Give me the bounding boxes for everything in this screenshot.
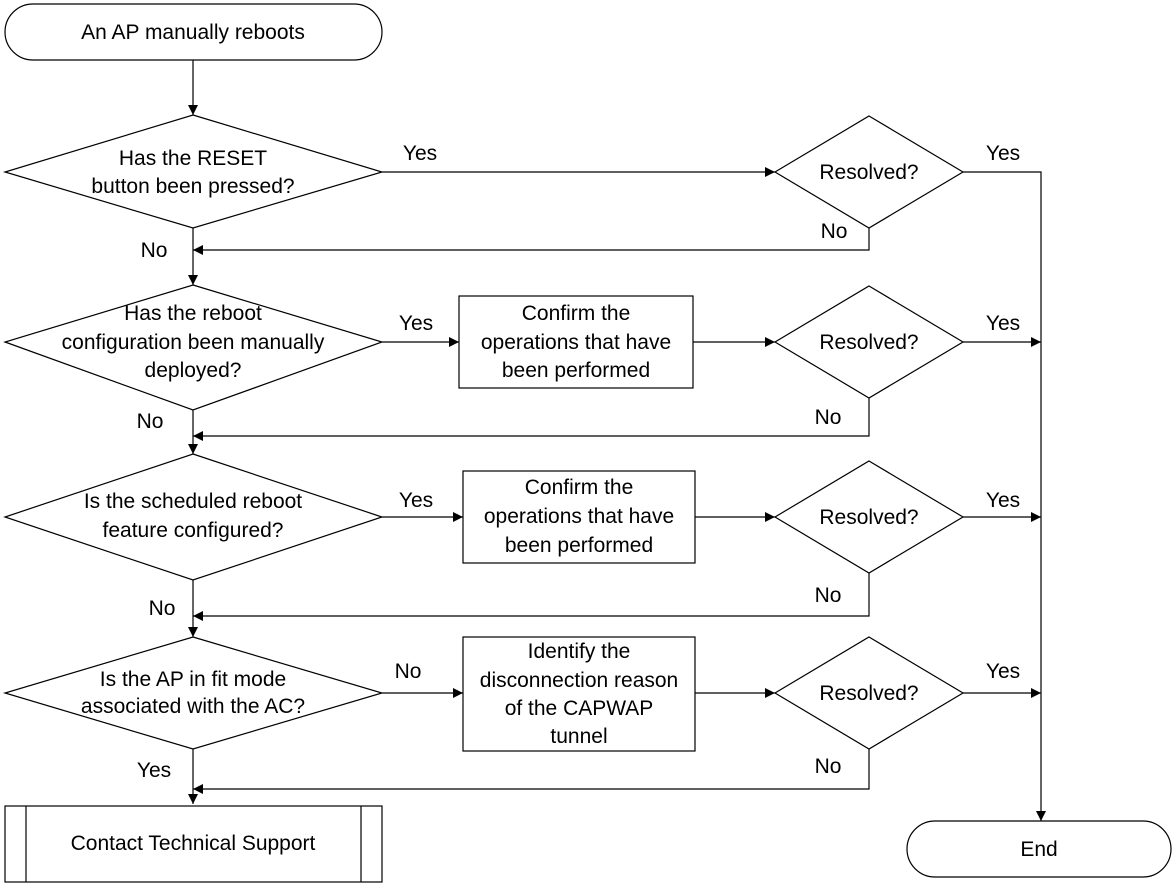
resolved-4-label: Resolved? — [819, 682, 918, 705]
process-identify-line-4: tunnel — [550, 725, 607, 748]
process-identify-line-2: disconnection reason — [480, 669, 678, 692]
label-q3-no: No — [149, 597, 176, 620]
decision-reboot-config-line-3: deployed? — [145, 359, 242, 382]
decision-scheduled-line-2: feature configured? — [103, 519, 284, 542]
decision-resolved-4: Resolved? — [773, 636, 965, 750]
process-confirm-operations-1: Confirm the operations that have been pe… — [458, 295, 694, 389]
process-identify-disconnection: Identify the disconnection reason of the… — [462, 636, 696, 752]
label-q1-yes: Yes — [403, 142, 437, 165]
label-resolved3-yes: Yes — [986, 489, 1020, 512]
label-resolved3-no: No — [815, 584, 842, 607]
start-label: An AP manually reboots — [81, 21, 305, 44]
decision-scheduled-reboot: Is the scheduled reboot feature configur… — [3, 453, 384, 581]
label-q1-no: No — [141, 239, 168, 262]
end-label: End — [1020, 838, 1057, 861]
process-confirm-2-line-1: Confirm the — [525, 476, 634, 499]
decision-fit-mode: Is the AP in fit mode associated with th… — [2, 636, 385, 750]
label-resolved4-yes: Yes — [986, 660, 1020, 683]
contact-technical-support: Contact Technical Support — [4, 805, 383, 883]
edge-to-end — [963, 171, 1046, 821]
label-q2-no: No — [137, 410, 164, 433]
label-resolved1-yes: Yes — [986, 142, 1020, 165]
decision-reboot-config-line-2: configuration been manually — [62, 331, 325, 354]
connectors — [188, 60, 1046, 821]
resolved-3-label: Resolved? — [819, 506, 918, 529]
edge-labels: Yes Yes No No Yes Yes No No Yes Yes No N… — [137, 142, 1021, 782]
edge-resolved2-no — [193, 398, 870, 441]
edge-resolved3-no — [193, 573, 870, 621]
process-identify-line-1: Identify the — [528, 640, 631, 663]
resolved-1-label: Resolved? — [819, 161, 918, 184]
label-resolved2-no: No — [815, 406, 842, 429]
label-q4-no: No — [395, 660, 422, 683]
edge-resolved1-no — [193, 228, 870, 255]
label-q4-yes: Yes — [137, 759, 171, 782]
decision-reset-button: Has the RESET button been pressed? — [2, 114, 385, 229]
decision-fit-mode-line-2: associated with the AC? — [81, 695, 305, 718]
end-node: End — [906, 820, 1172, 878]
decision-resolved-1: Resolved? — [773, 115, 965, 229]
edge-resolved4-no — [193, 749, 870, 794]
label-resolved1-no: No — [821, 220, 848, 243]
process-confirm-operations-2: Confirm the operations that have been pe… — [462, 470, 696, 564]
decision-resolved-2: Resolved? — [773, 285, 965, 399]
decision-scheduled-line-1: Is the scheduled reboot — [84, 490, 302, 513]
label-resolved2-yes: Yes — [986, 312, 1020, 335]
process-confirm-2-line-3: been performed — [505, 534, 653, 557]
process-confirm-2-line-2: operations that have — [484, 505, 674, 528]
decision-reset-line-2: button been pressed? — [91, 175, 294, 198]
resolved-2-label: Resolved? — [819, 331, 918, 354]
decision-reboot-config-line-1: Has the reboot — [124, 302, 262, 325]
start-node: An AP manually reboots — [4, 3, 383, 61]
contact-support-label: Contact Technical Support — [71, 832, 316, 855]
decision-fit-mode-line-1: Is the AP in fit mode — [100, 668, 286, 691]
label-resolved4-no: No — [815, 755, 842, 778]
label-q3-yes: Yes — [399, 489, 433, 512]
process-confirm-1-line-3: been performed — [502, 359, 650, 382]
decision-resolved-3: Resolved? — [773, 460, 965, 574]
label-q2-yes: Yes — [399, 312, 433, 335]
decision-reset-line-1: Has the RESET — [119, 147, 267, 170]
decision-reboot-config: Has the reboot configuration been manual… — [3, 284, 384, 411]
process-identify-line-3: of the CAPWAP — [505, 697, 654, 720]
process-confirm-1-line-1: Confirm the — [522, 302, 631, 325]
process-confirm-1-line-2: operations that have — [481, 331, 671, 354]
